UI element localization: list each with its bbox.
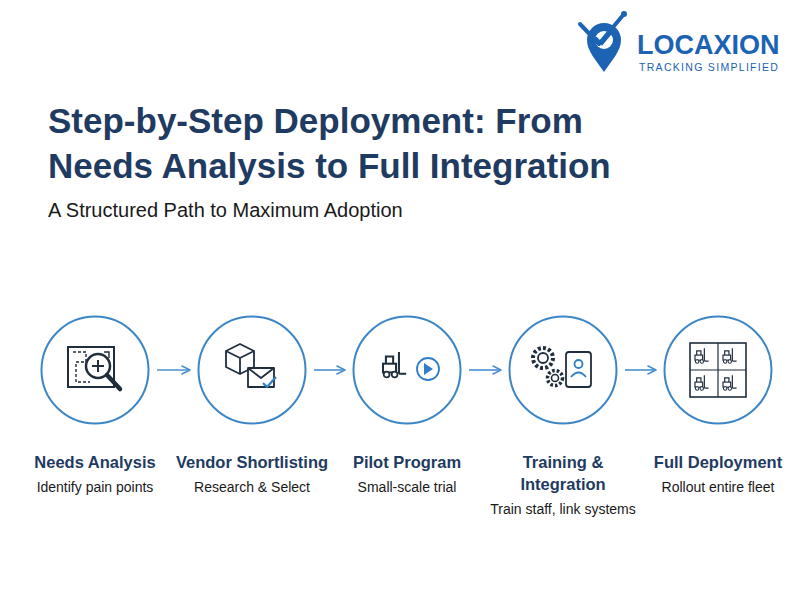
step-text: Pilot ProgramSmall-scale trial <box>312 451 502 497</box>
step-description: Identify pain points <box>0 477 190 497</box>
step-heading: Full Deployment <box>633 451 800 473</box>
diagram-title: Step-by-Step Deployment: From Needs Anal… <box>48 98 648 188</box>
logo-pin <box>580 11 627 72</box>
step-ring <box>352 315 462 425</box>
step-text: Vendor ShortlistingResearch & Select <box>157 451 347 497</box>
step-heading: Vendor Shortlisting <box>167 451 337 473</box>
step-description: Train staff, link systems <box>468 499 658 519</box>
step-heading: Needs Analysis <box>10 451 180 473</box>
step-description: Small-scale trial <box>312 477 502 497</box>
step-ring <box>197 315 307 425</box>
step-ring-outline <box>510 317 617 424</box>
diagram-subtitle: A Structured Path to Maximum Adoption <box>48 197 648 223</box>
brand-tagline: TRACKING SIMPLIFIED <box>639 61 779 74</box>
step-heading: Pilot Program <box>322 451 492 473</box>
step-circle: Needs AnalysisIdentify pain points <box>40 315 150 425</box>
step-ring-outline <box>354 317 461 424</box>
step-ring-outline <box>665 317 772 424</box>
step-circle: Pilot ProgramSmall-scale trial <box>352 315 462 425</box>
step-ring <box>663 315 773 425</box>
brand-name: LOCAXION <box>637 29 780 61</box>
step-ring-outline <box>199 317 306 424</box>
step-circle: Training & IntegrationTrain staff, link … <box>508 315 618 425</box>
step-text: Full DeploymentRollout entire fleet <box>623 451 800 497</box>
step-ring <box>40 315 150 425</box>
flow-arrow <box>469 369 501 371</box>
step-circle: Full DeploymentRollout entire fleet <box>663 315 773 425</box>
step-description: Rollout entire fleet <box>623 477 800 497</box>
step-circle: Vendor ShortlistingResearch & Select <box>197 315 307 425</box>
flow-arrow <box>625 369 656 371</box>
step-description: Research & Select <box>157 477 347 497</box>
step-text: Training & IntegrationTrain staff, link … <box>468 451 658 519</box>
step-ring <box>508 315 618 425</box>
step-ring-outline <box>42 317 149 424</box>
flow-arrow <box>314 369 345 371</box>
step-heading: Training & Integration <box>503 451 623 495</box>
step-text: Needs AnalysisIdentify pain points <box>0 451 190 497</box>
flow-arrow <box>157 369 190 371</box>
